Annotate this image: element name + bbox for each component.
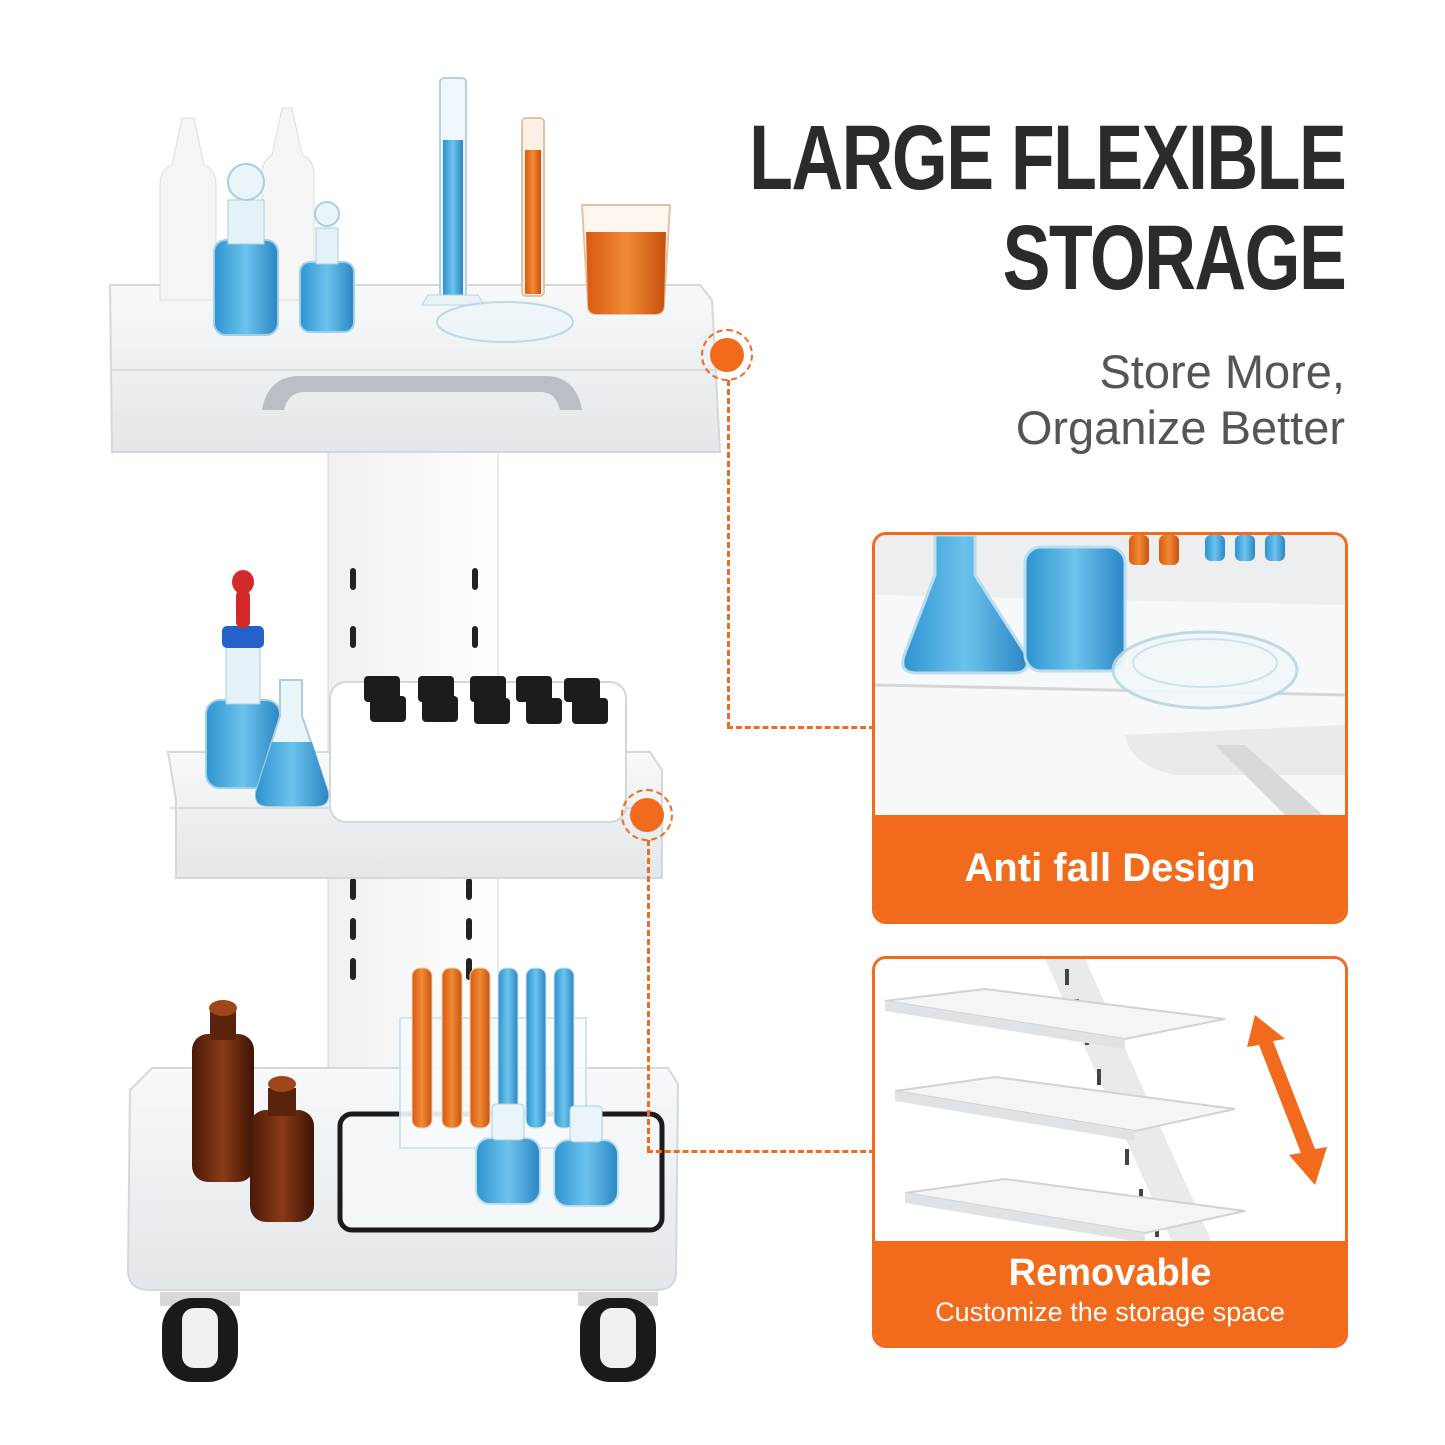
headline-line-2: STORAGE bbox=[1002, 207, 1346, 309]
removable-label-bar: Removable Customize the storage space bbox=[875, 1241, 1345, 1345]
anti-fall-photo bbox=[875, 535, 1345, 835]
top-items bbox=[159, 77, 672, 343]
middle-items bbox=[205, 570, 627, 823]
anti-fall-title: Anti fall Design bbox=[964, 846, 1256, 890]
callout-dot-middle-tray bbox=[621, 789, 673, 841]
subheadline-line-2: Organize Better bbox=[1015, 401, 1345, 454]
removable-title: Removable bbox=[1008, 1252, 1212, 1294]
column-slots bbox=[350, 568, 478, 980]
callout-line-middle-vertical bbox=[647, 840, 650, 1152]
tray-handle bbox=[262, 376, 582, 410]
subheadline: Store More, Organize Better bbox=[1016, 344, 1345, 456]
cart-illustration bbox=[108, 77, 722, 1382]
subheadline-line-1: Store More, bbox=[1099, 345, 1345, 398]
feature-card-anti-fall: Anti fall Design bbox=[872, 532, 1348, 924]
removable-photo bbox=[875, 959, 1345, 1249]
callout-line-top-vertical bbox=[727, 380, 730, 728]
bottom-items bbox=[192, 967, 665, 1233]
callout-line-middle-horizontal bbox=[647, 1150, 875, 1153]
callout-line-top-horizontal bbox=[727, 726, 875, 729]
up-down-arrow-icon bbox=[1247, 1015, 1327, 1185]
feature-card-removable: Removable Customize the storage space bbox=[872, 956, 1348, 1348]
headline: LARGE FLEXIBLE STORAGE bbox=[748, 107, 1347, 309]
removable-subtitle: Customize the storage space bbox=[935, 1297, 1285, 1327]
callout-dot-top-tray bbox=[701, 329, 753, 381]
headline-line-1: LARGE FLEXIBLE bbox=[748, 107, 1347, 209]
wheels bbox=[160, 1292, 658, 1382]
anti-fall-label-bar: Anti fall Design bbox=[875, 815, 1345, 921]
